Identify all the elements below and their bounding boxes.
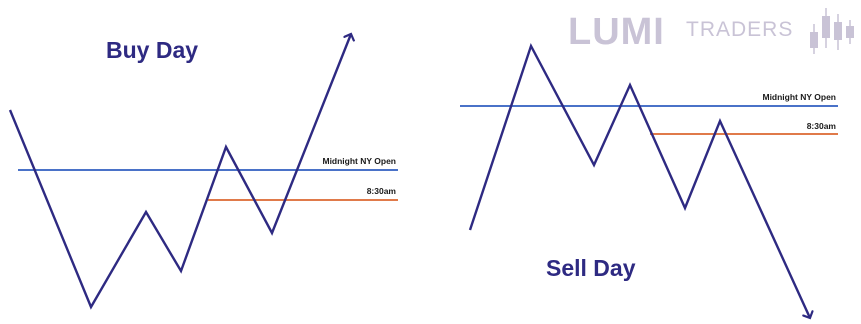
buy-day-title: Buy Day bbox=[106, 37, 198, 63]
candlestick-chart-icon bbox=[810, 8, 854, 54]
buy-830-label: 8:30am bbox=[367, 186, 397, 196]
logo-sub-text: TRADERS bbox=[686, 18, 793, 41]
sell-price-path bbox=[468, 42, 810, 318]
sell-day-panel: Sell Day Midnight NY Open 8:30am bbox=[460, 42, 838, 318]
brand-logo: LUMI TRADERS bbox=[568, 8, 854, 54]
buy-price-path bbox=[8, 34, 351, 310]
sell-830-label: 8:30am bbox=[807, 121, 837, 131]
buy-midnight-open-label: Midnight NY Open bbox=[322, 156, 396, 166]
logo-main-text: LUMI bbox=[568, 11, 665, 53]
sell-day-title: Sell Day bbox=[546, 255, 636, 281]
sell-midnight-open-label: Midnight NY Open bbox=[762, 92, 836, 102]
buy-day-panel: Buy Day Midnight NY Open 8:30am bbox=[8, 34, 398, 310]
